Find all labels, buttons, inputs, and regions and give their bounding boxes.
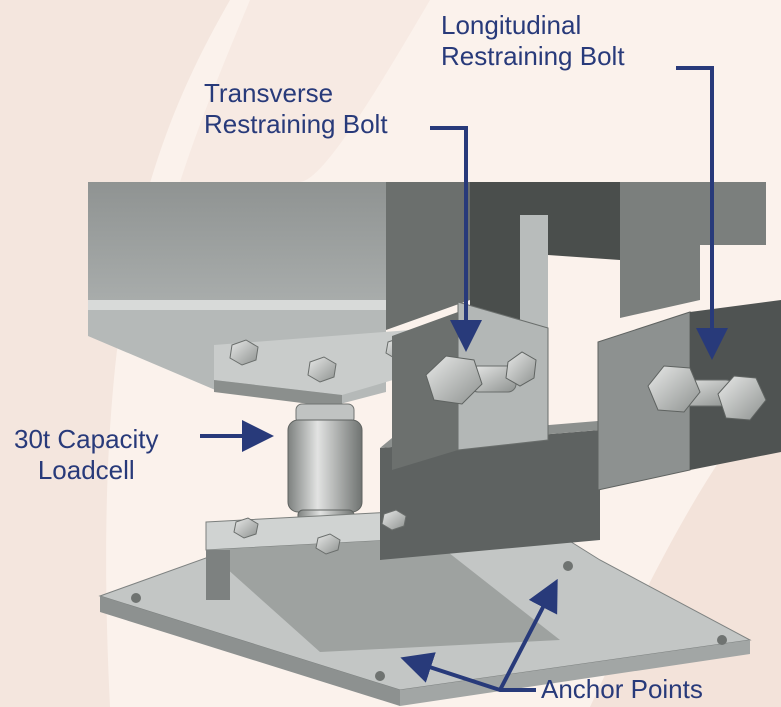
anchor-callout-arrow <box>498 578 558 691</box>
hex-bolt-icon <box>315 533 341 555</box>
hex-bolt-icon <box>717 375 767 421</box>
channel-bracket-web <box>206 538 560 652</box>
deck-edge-shadow <box>88 300 386 310</box>
loadcell-label-line2: Loadcell <box>37 455 135 485</box>
longitudinal-callout-arrow <box>676 66 728 360</box>
anchor-points-label: Anchor Points <box>541 674 703 704</box>
loadcell-label-line1: 30t Capacity <box>14 424 159 454</box>
top-plate-side <box>214 380 342 408</box>
anchor-hole-icon <box>375 671 385 681</box>
longitudinal-label-line2: Restraining Bolt <box>441 41 625 71</box>
anchor-hole-icon <box>717 635 727 645</box>
deck-right-plate <box>386 182 470 330</box>
hex-bolt-icon <box>647 365 701 413</box>
deck-right-end <box>620 182 766 318</box>
hex-bolt-icon <box>381 509 407 531</box>
base-plate-edge <box>400 640 750 706</box>
base-plate-edge <box>100 596 400 706</box>
callout-arrows <box>200 66 728 692</box>
channel-bracket-leg <box>206 550 230 600</box>
transverse-label-line2: Restraining Bolt <box>204 109 388 139</box>
base-assembly <box>98 420 752 706</box>
longitudinal-label-line1: Longitudinal <box>441 10 582 40</box>
transverse-bolt-label: Transverse Restraining Bolt <box>204 78 388 140</box>
hex-bolt-icon <box>229 339 259 366</box>
background-swoosh <box>180 0 430 182</box>
transverse-callout-arrow <box>430 126 482 352</box>
transverse-bracket <box>392 312 458 470</box>
anchor-hole-icon <box>131 593 141 603</box>
anchor-hole-icon <box>563 561 573 571</box>
hex-bolt-icon <box>425 355 483 405</box>
hex-bolt-icon <box>233 517 259 539</box>
support-beam <box>380 430 600 560</box>
background-swoosh <box>0 0 230 707</box>
top-mounting-plate <box>214 330 420 408</box>
transverse-label-line1: Transverse <box>204 78 334 108</box>
hex-bolt-icon <box>505 351 537 387</box>
longitudinal-bolt-label: Longitudinal Restraining Bolt <box>441 10 625 72</box>
hex-bolt-icon <box>307 356 337 383</box>
loadcell-body <box>287 419 363 513</box>
loadcell-label: 30t Capacity Loadcell <box>14 424 159 486</box>
